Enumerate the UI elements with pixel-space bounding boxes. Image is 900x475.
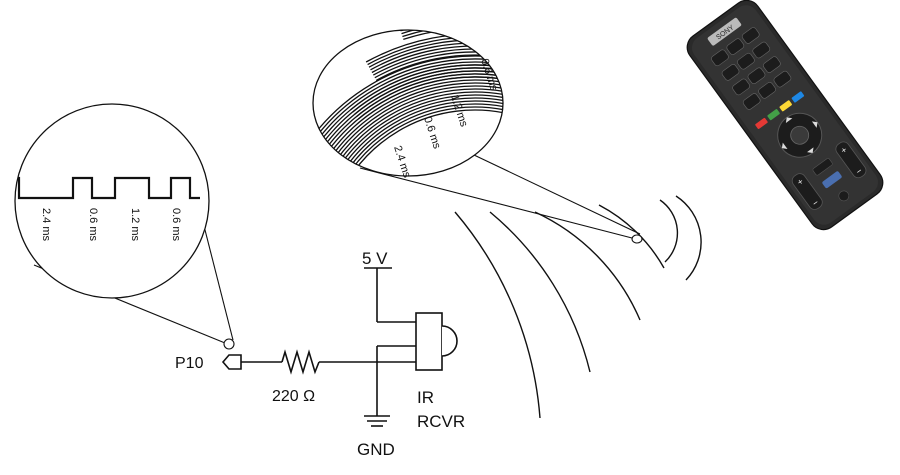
circuit <box>221 267 458 427</box>
remote-button <box>732 78 750 96</box>
remote-button <box>726 38 745 55</box>
ir-arc-6 <box>454 211 541 419</box>
wave-duration-1: 2.4 ms <box>40 208 52 242</box>
remote-button <box>742 93 761 110</box>
remote-button <box>747 67 766 85</box>
ir-arc-4 <box>534 211 641 321</box>
remote-button <box>752 41 771 59</box>
remote-button <box>741 27 760 44</box>
remote-green-button <box>767 109 780 121</box>
svg-text:−: − <box>810 197 820 208</box>
ir-arc-2 <box>675 195 702 281</box>
receiver-label-line1: IR <box>417 388 434 407</box>
remote-button <box>737 52 755 70</box>
remote-button <box>758 82 776 99</box>
receiver-label-line2: RCVR <box>417 412 465 431</box>
ir-receiver-body <box>415 312 443 371</box>
remote-button <box>711 49 729 67</box>
remote-number-buttons <box>711 27 792 110</box>
waveform-lens: 2.4 ms 0.6 ms 1.2 ms 0.6 ms <box>14 103 210 299</box>
wave-lens-line-right <box>203 225 234 341</box>
ir-beam-lens: 2.4 ms 0.6 ms 1.2 ms 0.6 ms <box>312 29 504 180</box>
pin-label: P10 <box>175 355 204 372</box>
ir-arc-1 <box>659 199 679 263</box>
wave-duration-3: 1.2 ms <box>129 208 141 242</box>
supply-label: 5 V <box>362 249 388 268</box>
wave-duration-4: 0.6 ms <box>170 208 182 242</box>
ir-signal-arcs <box>454 195 702 419</box>
ground-label: GND <box>357 440 395 459</box>
ir-arc-3 <box>598 204 665 269</box>
pin-magnify-point <box>223 338 235 350</box>
ir-arc-5 <box>489 211 591 373</box>
resistor-220 <box>281 349 320 375</box>
p10-pin-symbol <box>221 354 242 370</box>
waveform-lens-circle <box>14 103 210 299</box>
svg-text:−: − <box>854 166 864 177</box>
ir-burst-short-2 <box>400 30 498 41</box>
remote-menu-button <box>812 158 833 176</box>
remote-button <box>721 64 740 81</box>
remote-brand-plate <box>707 17 742 46</box>
resistor-label: 220 Ω <box>272 388 315 405</box>
svg-text:+: + <box>795 176 805 187</box>
remote-home-button <box>822 171 842 189</box>
beam-lens-line-left <box>359 167 633 239</box>
beam-magnify-point <box>631 234 643 244</box>
remote-blue-button <box>791 91 805 103</box>
remote-channel-rocker <box>835 141 867 179</box>
remote-yellow-button <box>779 100 792 112</box>
ir-burst-short-1 <box>350 64 500 120</box>
svg-text:+: + <box>839 145 849 156</box>
remote-volume-rocker <box>791 173 823 210</box>
ir-receiver-dome <box>441 325 458 357</box>
remote-button <box>773 70 792 88</box>
remote-dpad-center <box>790 125 810 145</box>
remote-red-button <box>755 117 768 130</box>
wave-duration-2: 0.6 ms <box>87 208 99 242</box>
tv-remote: SONY + − + − <box>686 0 884 231</box>
beam-lens-line-right <box>473 154 641 235</box>
ir-pulse-waveform <box>15 176 200 200</box>
remote-button <box>763 56 781 73</box>
